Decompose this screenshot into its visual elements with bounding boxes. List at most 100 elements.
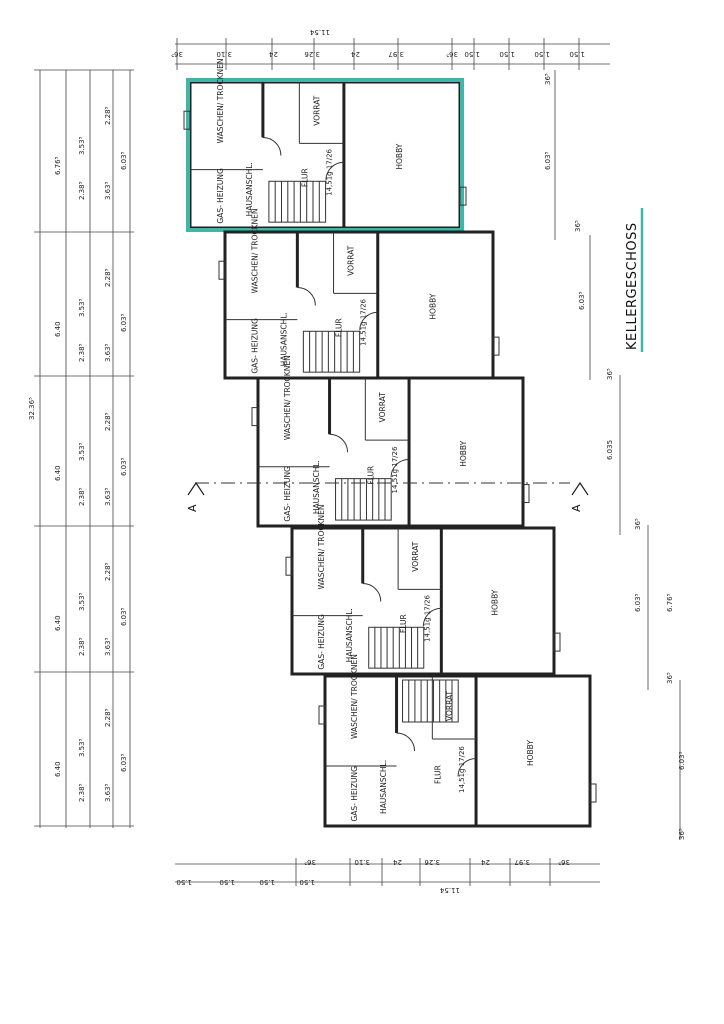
room-label-flur: FLUR	[399, 614, 408, 633]
top-dim-label: 3.97	[388, 50, 404, 58]
stair-note: 14,51g 17/26	[424, 594, 432, 641]
top-dim-label: 1.50	[534, 50, 550, 58]
right-dim-label: 6.76⁵	[666, 593, 674, 612]
right-dimension-chain: 36⁵ 6.03⁵ 36⁵ 6.03⁵ 36⁵ 6.035 36⁵ 6.03⁵ 6.76⁵ 36⁵…	[544, 70, 686, 840]
room-label-hausanschluss: HAUSANSCHL.	[245, 162, 254, 216]
window	[589, 783, 597, 803]
left-sub2-dim: 2.28⁵	[104, 562, 112, 581]
room-label-hobby: HOBBY	[395, 143, 404, 169]
room-label-waschen: WASCHEN/ TROCKNEN	[350, 654, 359, 739]
stair-note: 14,51g 17/26	[360, 298, 368, 345]
room-label-vorrat: VORRAT	[313, 95, 322, 126]
bottom-dim-label: 24	[393, 858, 402, 866]
room-label-waschen: WASCHEN/ TROCKNEN	[317, 504, 326, 589]
door-swing	[325, 161, 344, 181]
room-label-hobby: HOBBY	[428, 293, 437, 319]
right-dim-label: 36⁵	[666, 672, 674, 684]
room-label-hobby: HOBBY	[491, 589, 500, 615]
stair-note: 14,51g 17/26	[326, 148, 334, 195]
right-dim-label: 36⁵	[678, 828, 686, 840]
top-dim-label: 1.50	[569, 50, 585, 58]
room-label-waschen: WASCHEN/ TROCKNEN	[251, 208, 260, 293]
left-sub2-dim: 6.03⁵	[120, 753, 128, 772]
left-sub-dim: 3.53⁵	[78, 298, 86, 317]
top-dim-label: 1.50	[464, 50, 480, 58]
left-sub2-dim: 3.63⁵	[104, 783, 112, 802]
bottom-total-dim: 11.54	[439, 886, 460, 894]
left-dimension-chain: 32.36⁵6.76⁵2.38⁵3.53⁵3.63⁵2.28⁵6.03⁵6.40…	[28, 69, 134, 828]
stair-note: 14,51g 17/26	[391, 446, 399, 493]
left-sub2-dim: 6.03⁵	[120, 151, 128, 170]
bottom-dim-label: 24	[481, 858, 490, 866]
top-dim-label: 3.26	[304, 50, 320, 58]
door-swing	[297, 286, 316, 306]
house-unit-4: WASCHEN/ TROCKNEN GAS- HEIZUNG HAUSANSCHL.…	[285, 504, 561, 676]
section-mark-left: A	[186, 504, 199, 512]
door-swing	[396, 732, 416, 752]
room-label-gasheizung: GAS- HEIZUNG	[317, 614, 326, 670]
room-label-vorrat: VORRAT	[347, 245, 356, 276]
bottom-lower-dim: 1.50	[219, 878, 235, 886]
window	[183, 110, 191, 130]
left-unit-dim: 6.40	[54, 615, 62, 631]
right-dim-label: 6.03⁵	[544, 151, 552, 170]
top-dim-label: 3.10	[216, 50, 232, 58]
right-dim-label: 36⁵	[574, 220, 582, 232]
stair-note: 14,51g 17/26	[458, 746, 466, 793]
right-dim-label: 36⁵	[606, 368, 614, 380]
window	[318, 705, 326, 725]
left-unit-dim: 6.40	[54, 465, 62, 481]
window	[459, 186, 467, 206]
left-sub2-dim: 6.03⁵	[120, 607, 128, 626]
right-dim-label: 36⁵	[544, 73, 552, 85]
left-sub2-dim: 2.28⁵	[104, 106, 112, 125]
left-sub-dim: 3.53⁵	[78, 738, 86, 757]
room-label-waschen: WASCHEN/ TROCKNEN	[216, 58, 225, 143]
right-dim-label: 6.035	[606, 440, 614, 460]
highlighted-unit-outline	[186, 78, 464, 232]
left-sub2-dim: 3.63⁵	[104, 487, 112, 506]
room-label-vorrat: VORRAT	[445, 690, 454, 721]
stair	[368, 626, 425, 669]
room-label-gasheizung: GAS- HEIZUNG	[350, 766, 359, 822]
left-sub-dim: 2.38⁵	[78, 487, 86, 506]
left-unit-dim: 6.76⁵	[54, 156, 62, 175]
house-unit-2: WASCHEN/ TROCKNEN GAS- HEIZUNG HAUSANSCHL.…	[218, 208, 500, 380]
room-label-hausanschluss: HAUSANSCHL.	[345, 608, 354, 662]
right-dim-label: 36⁵	[634, 518, 642, 530]
bottom-lower-dim: 1.50	[176, 878, 192, 886]
room-label-vorrat: VORRAT	[411, 541, 420, 572]
room-label-hausanschluss: HAUSANSCHL.	[280, 312, 289, 366]
door-swing	[329, 433, 349, 453]
room-label-gasheizung: GAS- HEIZUNG	[283, 466, 292, 522]
room-label-gasheizung: GAS- HEIZUNG	[216, 168, 225, 224]
left-sub2-dim: 6.03⁵	[120, 313, 128, 332]
room-label-flur: FLUR	[335, 318, 344, 337]
right-dim-label: 6.03⁵	[634, 593, 642, 612]
room-label-hausanschluss: HAUSANSCHL.	[379, 760, 388, 814]
bottom-lower-dim: 1.50	[299, 878, 315, 886]
left-sub-dim: 2.38⁵	[78, 343, 86, 362]
room-label-hobby: HOBBY	[526, 740, 535, 766]
room-label-hobby: HOBBY	[459, 440, 468, 466]
left-sub2-dim: 2.28⁵	[104, 412, 112, 431]
left-sub-dim: 3.53⁵	[78, 136, 86, 155]
bottom-dim-label: 3.26	[424, 858, 440, 866]
window	[218, 260, 226, 280]
top-dimension-chain: 36⁵3.10243.26243.9736⁵1.501.501.501.5011…	[171, 28, 610, 70]
door-swing	[457, 758, 477, 777]
room-label-gasheizung: GAS- HEIZUNG	[251, 318, 260, 374]
door-swing	[359, 311, 378, 331]
stair	[402, 679, 459, 723]
right-dim-label: 6.03⁵	[578, 291, 586, 310]
house-unit-5: WASCHEN/ TROCKNEN GAS- HEIZUNG HAUSANSCHL.…	[318, 654, 597, 828]
left-sub-dim: 2.38⁵	[78, 637, 86, 656]
bottom-dim-label: 36⁵	[304, 858, 316, 866]
stair	[268, 180, 327, 223]
bottom-dim-label: 3.10	[354, 858, 370, 866]
door-swing	[262, 136, 282, 156]
section-line: A A	[186, 481, 589, 512]
window	[522, 484, 530, 504]
